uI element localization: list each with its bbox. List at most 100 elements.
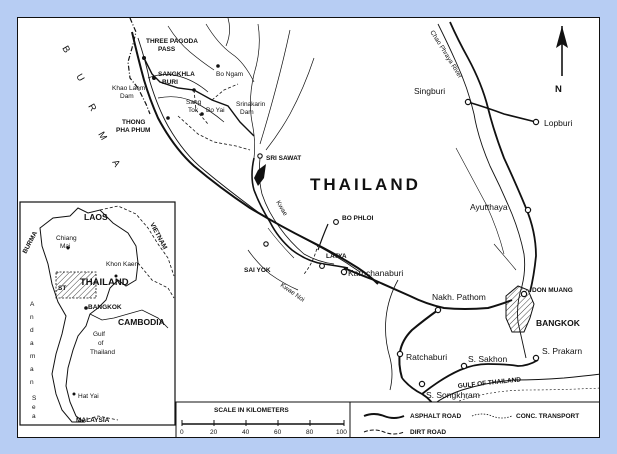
north-label: N <box>555 84 562 95</box>
marker-sri-sawat <box>257 153 263 159</box>
tributary-5 <box>259 29 291 145</box>
scale-tick-0: 0 <box>180 429 184 436</box>
marker-sangkhla <box>152 76 156 80</box>
label-srinakarin-1: Srinakarin <box>236 101 266 108</box>
label-three-pagoda-1: THREE PAGODA <box>146 38 198 45</box>
inset-bangkok-dot <box>84 306 88 310</box>
marker-bo-phloi <box>333 219 339 225</box>
inset-gulf-2: of <box>98 340 104 347</box>
label-bo-yai: Bo Yai <box>206 107 225 114</box>
label-sang-2: Tok <box>188 107 199 114</box>
legend-asphalt: ASPHALT ROAD <box>410 413 461 420</box>
label-singburi: Singburi <box>414 86 445 96</box>
srinakarin-reservoir <box>254 164 266 186</box>
inset-laos: LAOS <box>84 212 108 222</box>
burma-a: A <box>109 158 122 170</box>
label-bo-phloi: BO PHLOI <box>342 215 374 222</box>
inset-cambodia-border <box>137 262 175 299</box>
tributary-4 <box>205 23 255 83</box>
inset-sea-0: S <box>32 395 37 402</box>
inset-sea-2: a <box>32 413 36 420</box>
burma-r: R <box>85 102 98 114</box>
label-chao-phraya: Chao Phraya River <box>428 29 463 80</box>
marker-ayutthaya <box>524 206 532 214</box>
map-svg: LAOS VIETNAM BURMA Chiang Mai Khon Kaen … <box>19 18 599 437</box>
label-thong-2: PHA PHUM <box>116 127 150 134</box>
scale-title: SCALE IN KILOMETERS <box>214 407 289 414</box>
burma-b: B <box>59 44 72 55</box>
label-bangkok: BANGKOK <box>536 318 581 328</box>
burma-border <box>127 18 151 115</box>
north-arrow-icon: N <box>555 26 568 95</box>
inset-st: ST <box>58 285 66 292</box>
inset-sea: S e a <box>32 395 37 420</box>
marker-sang-tok <box>192 88 196 92</box>
label-khao-laem-1: Khao Laem <box>112 85 145 92</box>
main-map: N B U R M A THAILAND THREE PAGODA PASS S… <box>59 18 599 423</box>
inset-hatyai-dot <box>72 392 76 396</box>
scale-tick-60: 60 <box>274 429 282 436</box>
inset-study-area <box>55 271 97 299</box>
label-thong-1: THONG <box>122 119 145 126</box>
label-kwae-noi: Kwae Noi <box>279 282 306 304</box>
sai-yok-stream <box>267 227 295 259</box>
scale-ticks <box>181 420 345 426</box>
coastal-road <box>421 359 539 395</box>
kwae-noi-river-2 <box>203 169 361 273</box>
srinakarin-river <box>250 23 260 159</box>
label-sangkhla-1: SANGKHLA <box>158 71 195 78</box>
scale-bar: SCALE IN KILOMETERS 0 20 40 60 80 100 <box>175 401 351 437</box>
meklong-river <box>385 279 399 391</box>
marker-three-pagoda <box>142 56 146 60</box>
marker-don-muang <box>520 290 528 298</box>
inset-andaman-1: n <box>30 314 34 321</box>
legend-conc: CONC. TRANSPORT <box>516 413 579 420</box>
inset-khonkaen-dot <box>114 274 118 278</box>
marker-latya <box>319 263 325 269</box>
inset-bangkok: BANGKOK <box>88 304 122 311</box>
label-sangkhla-2: BURI <box>162 79 178 86</box>
legend: ASPHALT ROAD DIRT ROAD CONC. TRANSPORT <box>349 401 599 437</box>
label-sri-sawat: SRI SAWAT <box>266 155 301 162</box>
inset-chiangmai-dot <box>66 246 70 250</box>
tributary-7 <box>225 18 230 47</box>
marker-s-songkhram <box>418 380 426 388</box>
marker-thong-pha <box>166 116 170 120</box>
legend-dirt-swatch <box>363 429 405 435</box>
inset-border <box>19 201 176 426</box>
tributary-1 <box>147 74 209 93</box>
inset-sea-1: e <box>32 404 36 411</box>
label-latya: LATYA <box>326 253 347 260</box>
marker-s-sakhon <box>460 362 468 370</box>
scale-tick-40: 40 <box>242 429 250 436</box>
label-gulf: GULF OF THAILAND <box>457 376 521 390</box>
stream-ayutthaya-2 <box>493 243 517 271</box>
label-sai-yok: SAI YOK <box>244 267 271 274</box>
marker-singburi <box>464 98 472 106</box>
marker-lopburi <box>532 118 540 126</box>
north-highway <box>449 21 537 293</box>
scale-tick-80: 80 <box>306 429 314 436</box>
kwae-yai-river <box>258 157 335 265</box>
highway-nakh-ratch <box>398 309 439 379</box>
inset-hat-yai: Hat Yai <box>78 393 99 400</box>
label-karnchanaburi: Karnchanaburi <box>348 268 403 278</box>
tributary-6 <box>265 57 315 151</box>
gulf-coast <box>421 373 599 415</box>
label-ratchaburi: Ratchaburi <box>406 352 447 362</box>
label-ayutthaya: Ayutthaya <box>470 202 508 212</box>
marker-ratchaburi <box>396 350 404 358</box>
inset-andaman-0: A <box>30 301 35 308</box>
label-sang-1: Sang <box>186 99 202 106</box>
label-lopburi: Lopburi <box>544 118 572 128</box>
inset-chiang-2: Mai <box>60 243 70 250</box>
inset-laos-border <box>99 205 175 277</box>
inset-andaman-5: a <box>30 366 34 373</box>
inset-malaysia-border <box>77 415 119 423</box>
label-three-pagoda-2: PASS <box>158 46 176 53</box>
inset-gulf-1: Gulf <box>93 331 105 338</box>
dirt-road-north-1 <box>193 89 209 125</box>
tributary-3 <box>167 25 215 71</box>
marker-bo-yai <box>200 112 204 116</box>
scale-tick-100: 100 <box>336 429 347 436</box>
